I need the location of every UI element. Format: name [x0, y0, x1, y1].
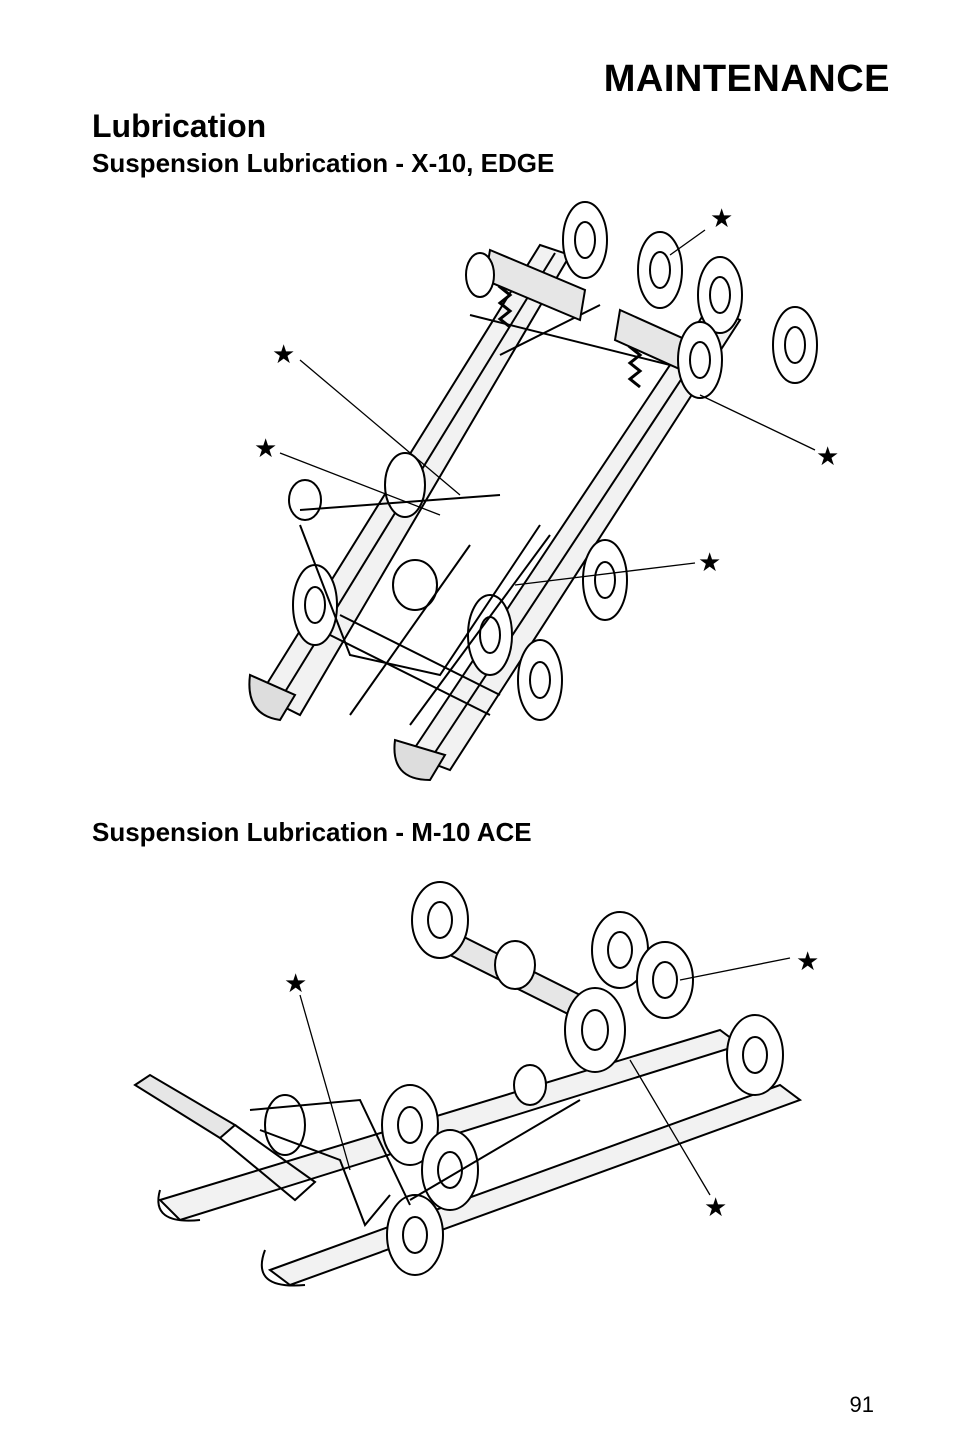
page-number: 91: [849, 1392, 874, 1417]
lube-point-marker: ★: [698, 548, 721, 578]
lube-point-marker: ★: [796, 947, 819, 977]
lube-point-marker: ★: [816, 442, 839, 472]
x10-edge-suspension-figure: ★ ★ ★ ★ ★: [240, 195, 860, 795]
suspension-illustration: [248, 201, 818, 782]
subheading-m10-ace: Suspension Lubrication - M-10 ACE: [92, 817, 532, 847]
lube-point-marker: ★: [284, 969, 307, 999]
page-heading: Lubrication: [92, 108, 267, 144]
suspension-illustration: [133, 881, 803, 1287]
lube-point-marker: ★: [254, 434, 277, 464]
section-header: MAINTENANCE: [603, 58, 890, 100]
m10-ace-suspension-figure: ★ ★ ★: [120, 870, 840, 1310]
lube-point-marker: ★: [710, 204, 733, 234]
lube-point-marker: ★: [272, 340, 295, 370]
lube-point-marker: ★: [704, 1193, 727, 1223]
subheading-x10-edge: Suspension Lubrication - X-10, EDGE: [92, 148, 555, 178]
